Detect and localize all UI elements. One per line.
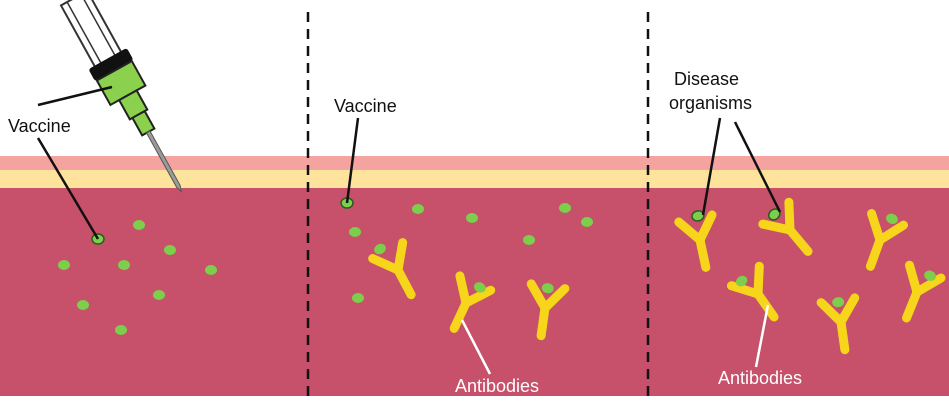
antibodies-label-panel-2: Antibodies (455, 376, 539, 396)
vaccine-particle-icon (466, 213, 478, 223)
vaccine-label-panel-1: Vaccine (8, 116, 71, 136)
disease-label-line-1: Disease (674, 69, 739, 89)
vaccine-particle-icon (77, 300, 89, 310)
vaccine-particle-icon (153, 290, 165, 300)
vaccine-particle-icon (349, 227, 361, 237)
vaccine-particle-icon (581, 217, 593, 227)
skin-yellow-layer (0, 170, 949, 188)
vaccine-particle-icon (352, 293, 364, 303)
vaccine-particle-icon (205, 265, 217, 275)
vaccine-particle-icon (58, 260, 70, 270)
vaccine-particle-icon (164, 245, 176, 255)
vaccine-particle-icon (523, 235, 535, 245)
vaccine-label-panel-2: Vaccine (334, 96, 397, 116)
vaccine-particle-icon (115, 325, 127, 335)
vaccine-particle-icon (412, 204, 424, 214)
vaccine-particle-icon (133, 220, 145, 230)
vaccine-particle-icon (118, 260, 130, 270)
vaccine-pointer-line (38, 87, 112, 105)
antibodies-label-panel-3: Antibodies (718, 368, 802, 388)
disease-label-line-2: organisms (669, 93, 752, 113)
vaccine-particle-icon (559, 203, 571, 213)
skin-outer-layer (0, 156, 949, 170)
